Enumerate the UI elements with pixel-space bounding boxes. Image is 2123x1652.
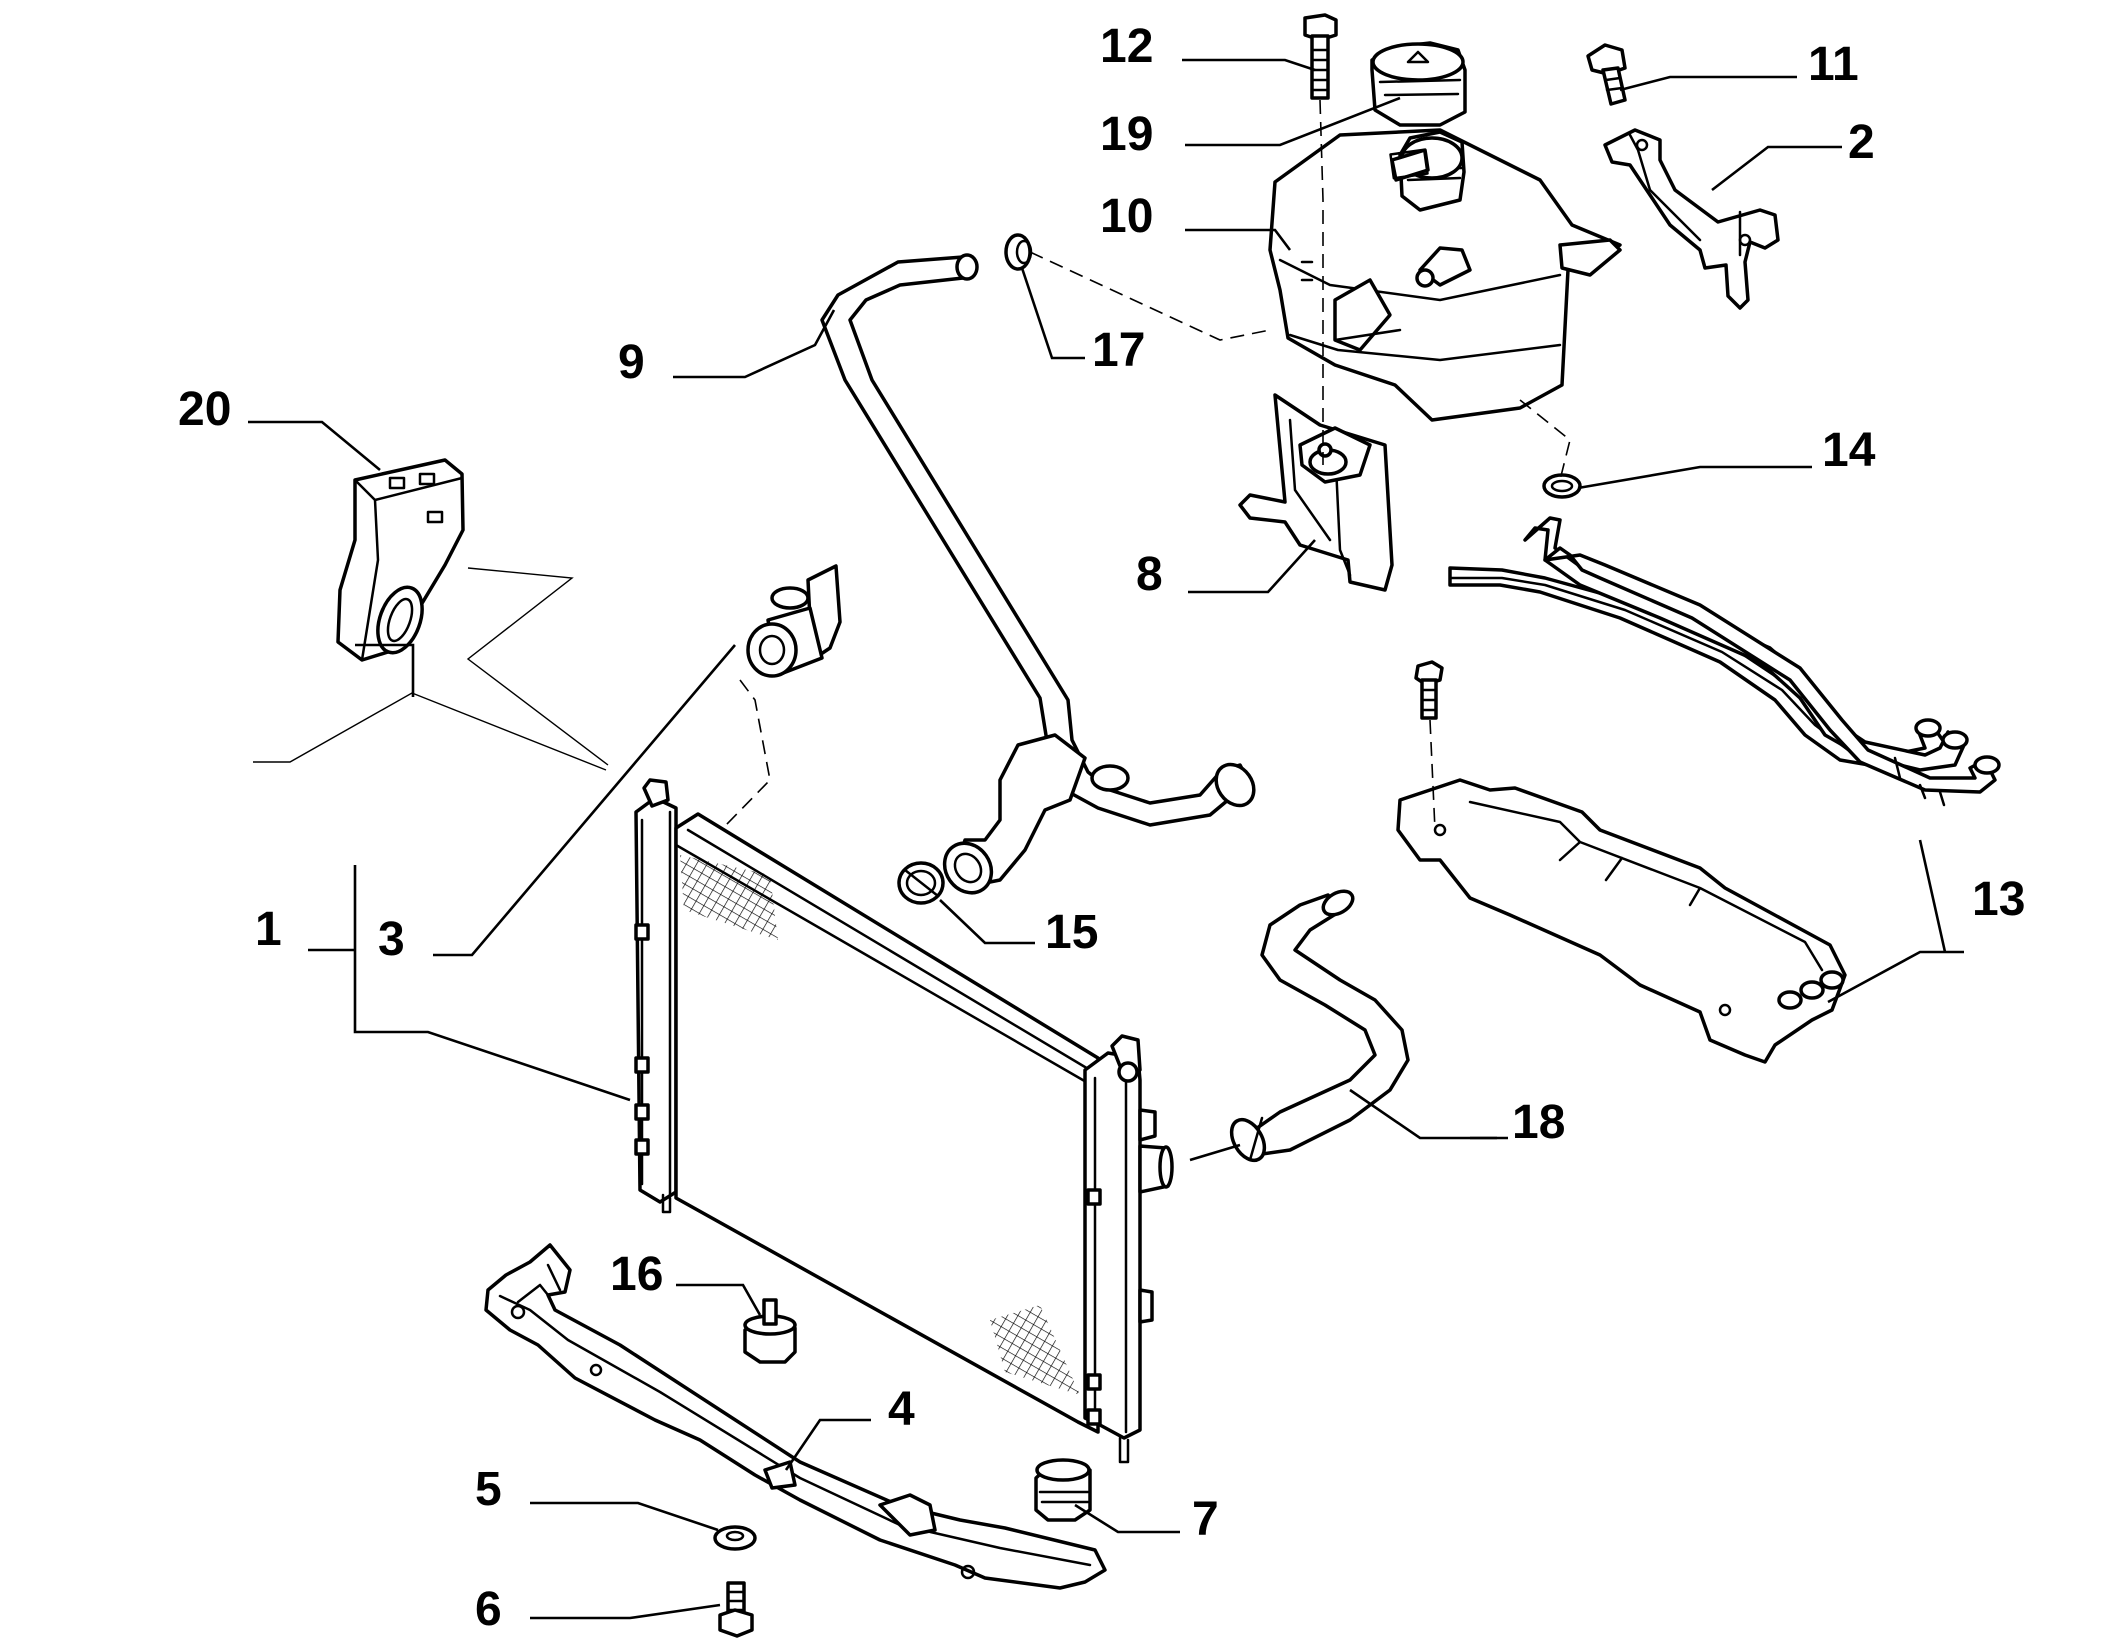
- expansion-tank: [1268, 128, 1622, 422]
- lower-hose: [1229, 889, 1410, 1163]
- radiator: [634, 778, 1174, 1464]
- clamp: [1542, 473, 1582, 499]
- callout-16: 16: [610, 1248, 663, 1301]
- assembly-lines: [725, 99, 1571, 831]
- callout-9: 9: [618, 336, 645, 389]
- reference-line: [253, 567, 609, 771]
- callout-2: 2: [1848, 116, 1875, 169]
- callout-19: 19: [1100, 108, 1153, 161]
- rubber-mount: [1034, 1458, 1092, 1522]
- bolt: [1586, 43, 1627, 106]
- callout-17: 17: [1092, 324, 1145, 377]
- upper-hose: [820, 253, 1256, 895]
- callout-1: 1: [255, 903, 282, 956]
- callout-10: 10: [1100, 190, 1153, 243]
- callout-8: 8: [1136, 548, 1163, 601]
- bolt: [718, 1581, 754, 1638]
- rubber-pad: [743, 1298, 797, 1364]
- callout-12: 12: [1100, 20, 1153, 73]
- lower-crossmember: [484, 1243, 1107, 1590]
- callout-14: 14: [1822, 424, 1876, 477]
- callout-13: 13: [1972, 873, 2025, 926]
- reservoir-support: [1238, 393, 1394, 592]
- callout-15: 15: [1045, 906, 1098, 959]
- washer: [713, 1525, 757, 1551]
- bolt: [1414, 660, 1444, 720]
- callout-11: 11: [1808, 38, 1859, 91]
- callout-7: 7: [1192, 1493, 1219, 1546]
- reservoir-bracket: [1603, 128, 1780, 310]
- mounting-bracket: [336, 458, 465, 662]
- clamp: [1004, 233, 1033, 271]
- filler-cap: [1370, 41, 1467, 127]
- pipe-assembly: [1396, 516, 2001, 1064]
- hose-clamp: [897, 861, 945, 905]
- callout-6: 6: [475, 1583, 502, 1636]
- callout-5: 5: [475, 1463, 502, 1516]
- callout-18: 18: [1512, 1096, 1565, 1149]
- callout-4: 4: [888, 1383, 915, 1436]
- callout-3: 3: [378, 913, 405, 966]
- leader-lines: [248, 58, 1964, 1620]
- callout-20: 20: [178, 383, 231, 436]
- radiator-plug: [746, 564, 842, 678]
- callout-labels: 12 19 10 11 2 17 9 20 14 8 1 3 15 13 18 …: [178, 20, 2025, 1636]
- bolt: [1303, 13, 1338, 100]
